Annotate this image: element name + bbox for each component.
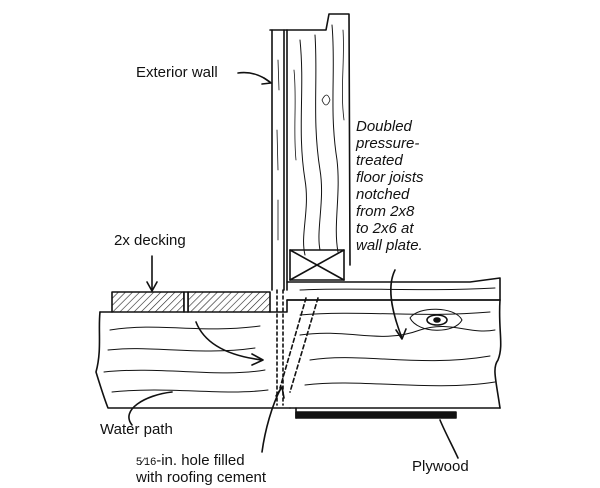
label-plywood: Plywood	[412, 458, 469, 475]
leader-exterior-wall	[237, 71, 272, 85]
wall-blocking	[289, 249, 345, 281]
joists-line: wall plate.	[356, 237, 423, 254]
sealed-hole	[279, 297, 319, 393]
joists-line: pressure-	[356, 135, 420, 152]
leader-water-path	[128, 391, 173, 426]
joists-line: notched	[356, 186, 410, 203]
label-hole: 5⁄16-in. hole filled	[136, 452, 245, 471]
water-path-arrow	[195, 321, 264, 366]
floor-joist	[95, 299, 502, 409]
label-hole-line2: with roofing cement	[136, 469, 267, 486]
plywood	[295, 407, 457, 419]
leader-plywood	[439, 419, 459, 459]
label-exterior-wall: Exterior wall	[136, 64, 218, 81]
joists-line: treated	[356, 152, 403, 169]
label-floor-joists: Doubled pressure- treated floor joists n…	[356, 118, 466, 254]
label-water-path: Water path	[100, 421, 173, 438]
wall-plate	[286, 277, 501, 301]
leader-decking	[146, 255, 158, 292]
leader-joists	[390, 269, 407, 340]
joists-line: Doubled	[356, 118, 412, 135]
joists-line: floor joists	[356, 169, 424, 186]
joists-line: from 2x8	[356, 203, 415, 220]
hole-line1: -in. hole filled	[156, 452, 245, 469]
label-decking: 2x decking	[114, 232, 186, 249]
leader-hole	[261, 386, 285, 453]
exterior-wall-sheathing	[269, 29, 288, 291]
decking-boards	[111, 291, 271, 313]
wall-stud	[286, 13, 351, 291]
hole-fraction: 5⁄16	[136, 456, 157, 468]
joists-line: to 2x6 at	[356, 220, 414, 237]
